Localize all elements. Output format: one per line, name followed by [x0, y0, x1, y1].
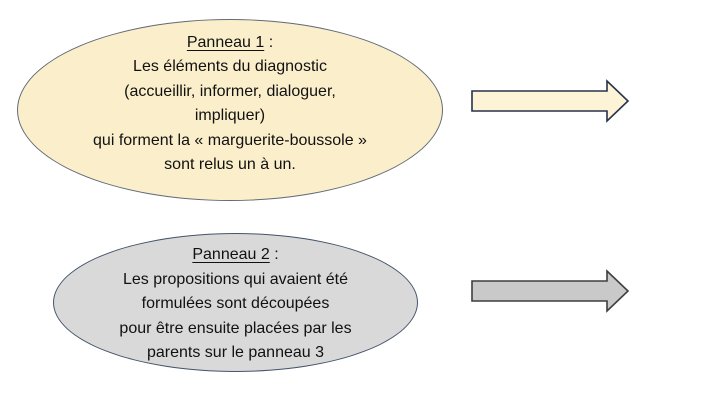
panel1-title-suffix: :	[264, 33, 274, 51]
panel1-line-4: qui forment la « marguerite-boussole »	[93, 131, 367, 149]
panel1-title: Panneau 1 :	[187, 31, 273, 56]
panel1-ellipse: Panneau 1 : Les éléments du diagnostic (…	[17, 19, 443, 201]
right-arrow-icon	[471, 79, 630, 123]
panel2-line-2: formulées sont découpées	[141, 295, 330, 313]
right-arrow-shape	[471, 79, 630, 123]
panel1-line-3: impliquer)	[194, 107, 266, 124]
panel2-title: Panneau 2 :	[192, 243, 278, 268]
panel1-line-5: sont relus un à un.	[164, 156, 296, 173]
panel2-ellipse: Panneau 2 : Les propositions qui avaient…	[53, 233, 418, 372]
panel1-title-text: Panneau 1	[186, 33, 265, 51]
panel2-line-3: pour être ensuite placées par les	[119, 319, 352, 337]
right-arrow-icon	[471, 269, 630, 313]
right-arrow-shape	[471, 269, 630, 313]
panel2-title-text: Panneau 2	[192, 246, 270, 264]
panel2-line-1: Les propositions qui avaient été	[122, 270, 349, 288]
panel1-line-1: Les éléments du diagnostic	[133, 58, 327, 75]
panel1-line-2: (accueillir, informer, dialoguer,	[124, 82, 336, 100]
panel2-line-4: parents sur le panneau 3	[146, 344, 324, 362]
panel2-title-suffix: :	[269, 246, 279, 264]
